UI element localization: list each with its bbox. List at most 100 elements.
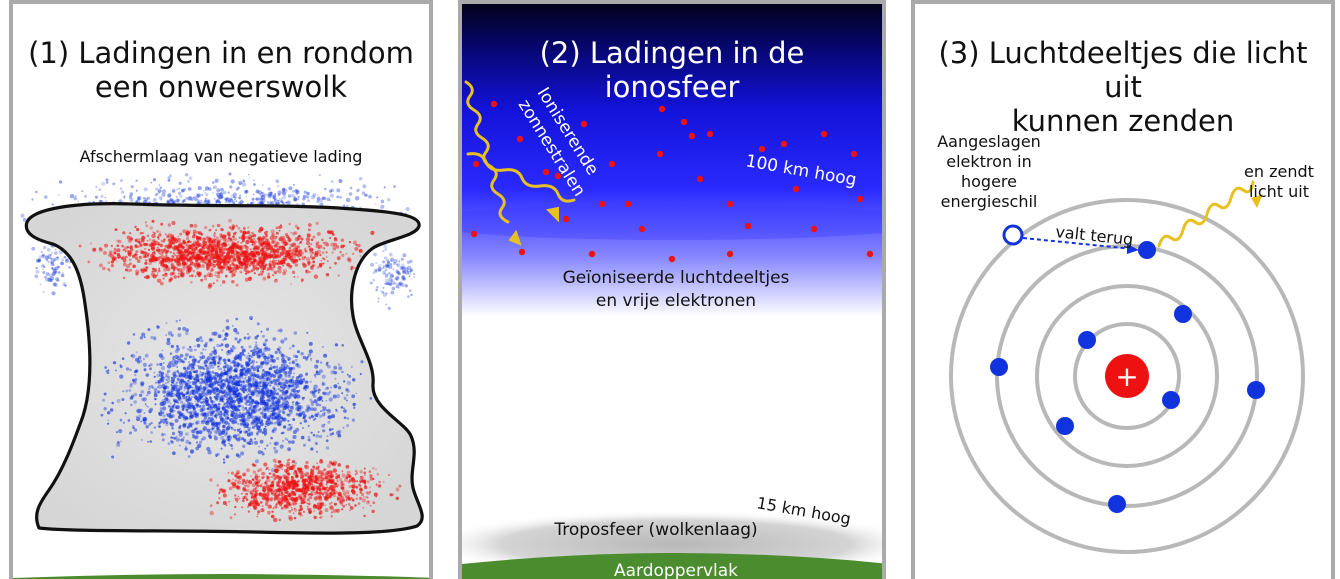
- charge-speck: [218, 201, 222, 205]
- charge-speck: [323, 353, 328, 358]
- charge-speck: [243, 226, 246, 230]
- charge-speck: [61, 258, 65, 262]
- charge-speck: [167, 239, 171, 242]
- charge-speck: [52, 268, 57, 273]
- charge-speck: [45, 272, 50, 277]
- charge-speck: [264, 423, 268, 426]
- charge-speck: [41, 264, 45, 268]
- charge-speck: [193, 358, 197, 362]
- charge-speck: [201, 355, 206, 359]
- charge-speck: [269, 442, 272, 445]
- charge-speck: [157, 425, 161, 428]
- charge-speck: [264, 263, 268, 267]
- charge-speck: [342, 244, 346, 248]
- charge-speck: [205, 273, 210, 277]
- charge-speck: [401, 267, 403, 269]
- charge-speck: [177, 415, 181, 418]
- charge-speck: [230, 179, 235, 184]
- charge-speck: [162, 264, 165, 268]
- charge-speck: [272, 196, 276, 200]
- charge-speck: [218, 400, 221, 402]
- charge-speck: [253, 179, 255, 182]
- charge-speck: [193, 361, 196, 364]
- charge-speck: [277, 265, 282, 270]
- charge-speck: [251, 231, 254, 235]
- charge-speck: [247, 379, 251, 382]
- charge-speck: [218, 357, 222, 360]
- charge-speck: [214, 251, 219, 256]
- charge-speck: [156, 236, 160, 239]
- charge-speck: [196, 198, 200, 202]
- charge-speck: [409, 269, 413, 273]
- charge-speck: [354, 246, 359, 251]
- charge-speck: [136, 227, 140, 232]
- charge-speck: [256, 347, 260, 350]
- charge-speck: [200, 438, 204, 441]
- charge-speck: [235, 187, 239, 191]
- charge-speck: [277, 269, 282, 274]
- charge-speck: [38, 255, 43, 259]
- charge-speck: [274, 272, 277, 275]
- charge-speck: [102, 398, 106, 402]
- charge-speck: [250, 234, 254, 238]
- charge-speck: [234, 389, 238, 393]
- charge-speck: [181, 404, 186, 409]
- charge-speck: [180, 188, 185, 193]
- charge-speck: [298, 389, 301, 392]
- charge-speck: [41, 254, 45, 258]
- charge-speck: [221, 280, 226, 284]
- charge-speck: [273, 391, 276, 394]
- charge-speck: [398, 260, 401, 263]
- charge-speck: [130, 403, 133, 407]
- charge-speck: [225, 245, 228, 247]
- charge-speck: [303, 443, 306, 447]
- charge-speck: [128, 258, 132, 262]
- charge-speck: [131, 378, 135, 382]
- charge-speck: [145, 373, 150, 377]
- charge-speck: [214, 414, 218, 417]
- charge-speck: [241, 413, 246, 418]
- charge-speck: [247, 270, 251, 274]
- charge-speck: [184, 381, 187, 384]
- charge-speck: [289, 392, 293, 396]
- charge-speck: [269, 391, 273, 395]
- charge-speck: [179, 353, 184, 358]
- charge-speck: [52, 267, 56, 271]
- charge-speck: [145, 259, 148, 262]
- charge-speck: [349, 186, 353, 190]
- charge-speck: [267, 272, 270, 276]
- charge-speck: [216, 249, 218, 252]
- charge-speck: [197, 364, 200, 367]
- charge-speck: [177, 396, 181, 400]
- charge-speck: [215, 397, 219, 401]
- charge-speck: [160, 378, 163, 382]
- charge-speck: [261, 406, 264, 409]
- charge-speck: [200, 278, 204, 282]
- charge-speck: [248, 407, 252, 411]
- charge-speck: [186, 386, 190, 390]
- charge-speck: [310, 243, 313, 246]
- charge-speck: [178, 181, 182, 185]
- charge-speck: [203, 225, 208, 230]
- charge-speck: [216, 195, 220, 198]
- charge-speck: [44, 195, 48, 199]
- charge-speck: [196, 193, 199, 195]
- charge-speck: [259, 347, 263, 351]
- charge-speck: [277, 193, 281, 197]
- charge-speck: [262, 193, 266, 197]
- charge-speck: [321, 374, 326, 379]
- charge-speck: [250, 350, 252, 352]
- charge-speck: [389, 263, 393, 267]
- charge-speck: [147, 248, 151, 252]
- charge-speck: [302, 417, 305, 419]
- charge-speck: [163, 272, 168, 277]
- charge-speck: [341, 370, 344, 374]
- charge-speck: [169, 352, 172, 355]
- charge-speck: [341, 344, 345, 347]
- charge-speck: [213, 248, 216, 251]
- charge-speck: [92, 247, 97, 252]
- charge-speck: [189, 348, 193, 352]
- charge-speck: [287, 357, 291, 361]
- charge-speck: [171, 188, 176, 193]
- charge-speck: [233, 258, 237, 262]
